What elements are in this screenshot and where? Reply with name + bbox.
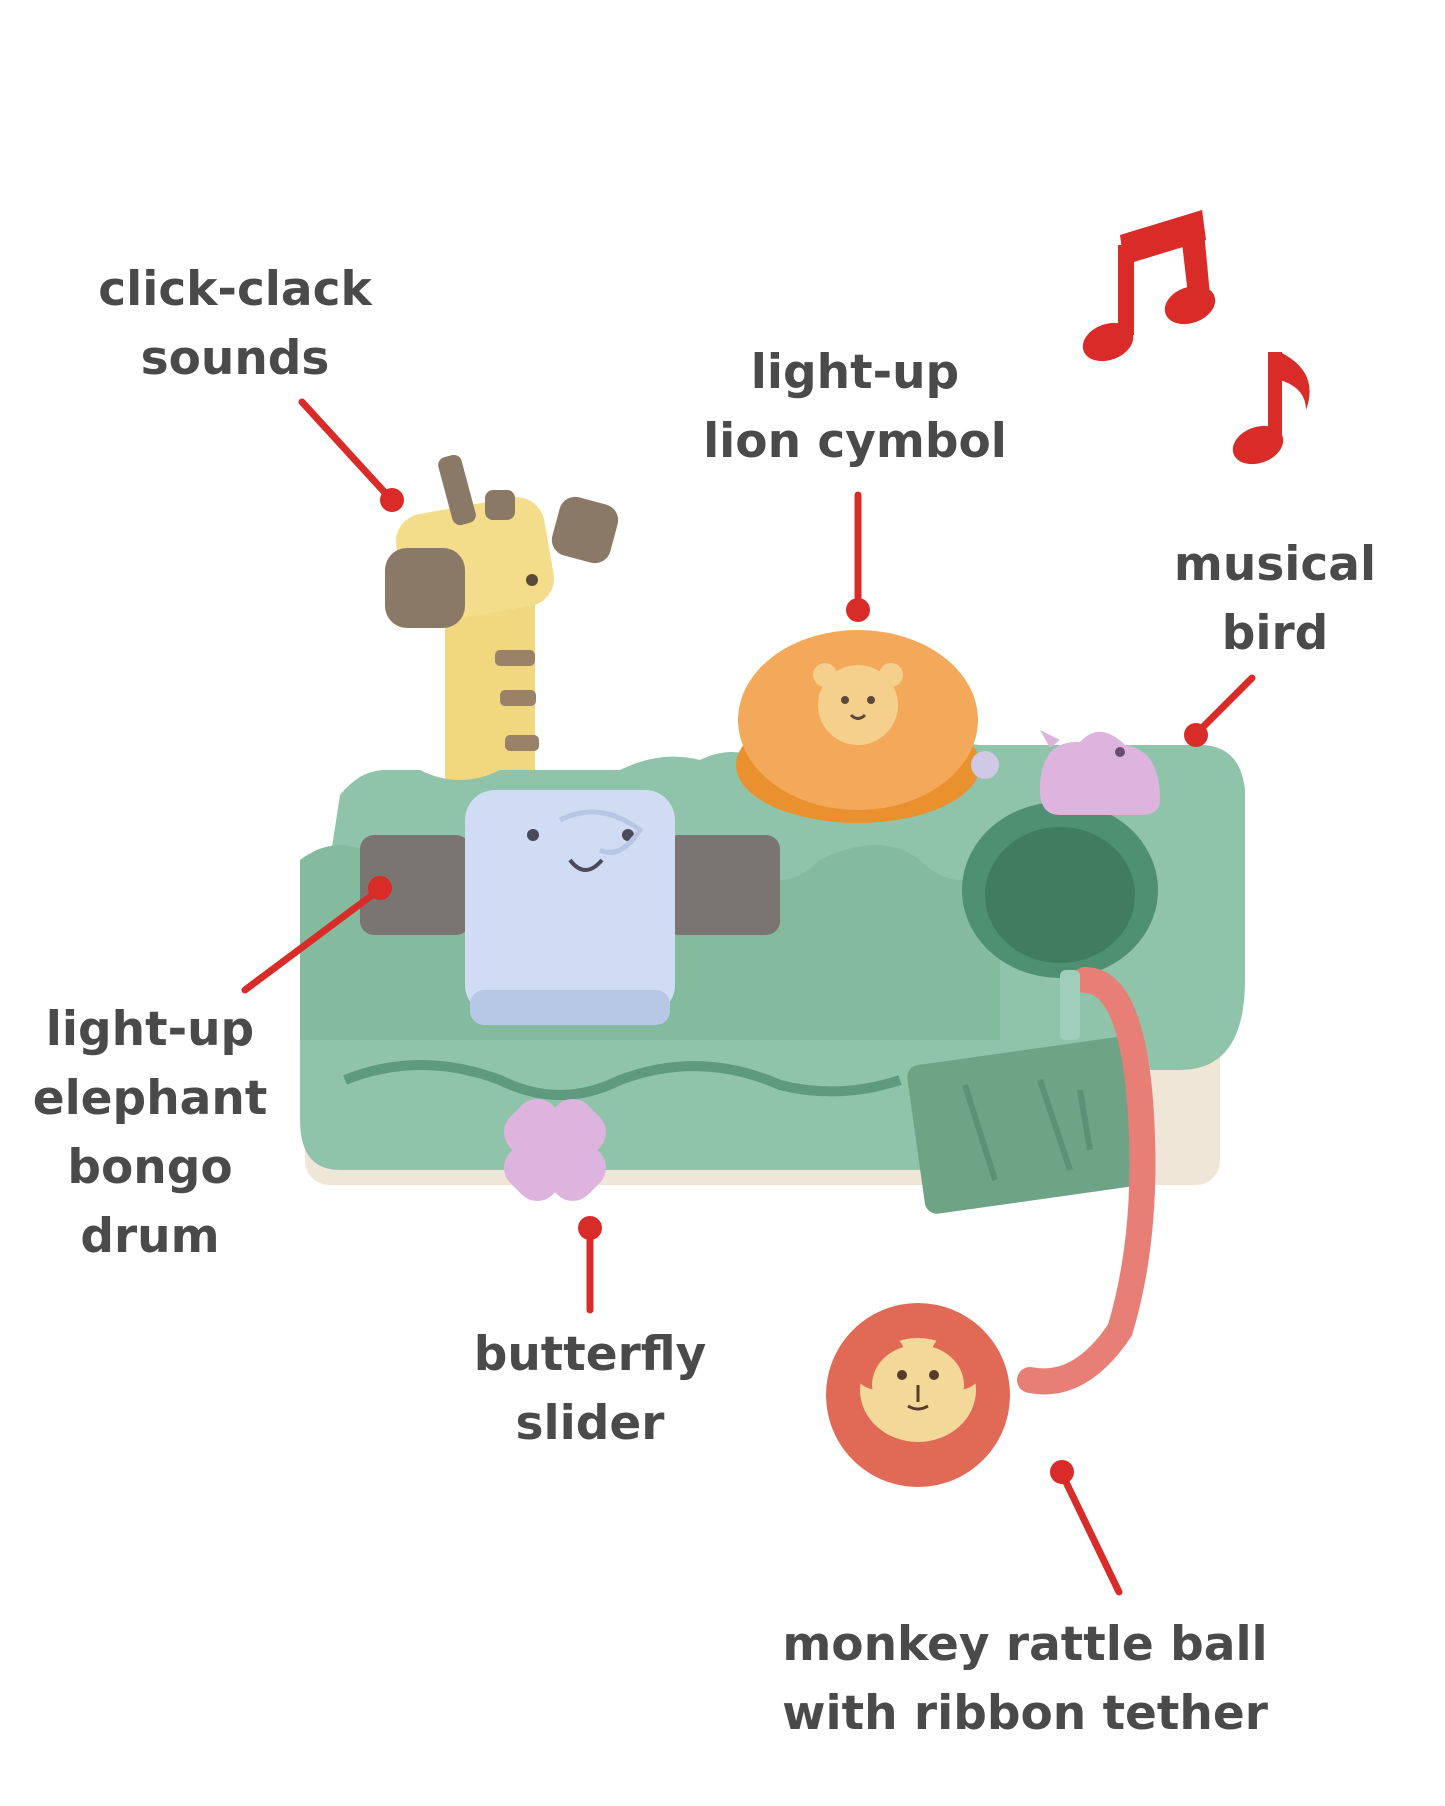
label-line: drum bbox=[80, 1209, 220, 1264]
musical-bird bbox=[971, 730, 1160, 815]
label-line: butterfly bbox=[473, 1327, 707, 1382]
music-note-icon bbox=[1082, 210, 1216, 362]
label-line: with ribbon tether bbox=[782, 1686, 1268, 1741]
lion-cymbol bbox=[736, 630, 980, 823]
label-monkey-rattle-ball: monkey rattle ball with ribbon tether bbox=[775, 1610, 1275, 1748]
monkey-rattle-ball bbox=[826, 1303, 1010, 1487]
label-line: light-up bbox=[45, 1002, 255, 1057]
label-line: bird bbox=[1221, 606, 1329, 661]
label-line: slider bbox=[515, 1396, 665, 1451]
music-note-icon bbox=[1232, 352, 1310, 465]
label-lion-cymbol: light-up lion cymbol bbox=[695, 338, 1015, 476]
butterfly-slider bbox=[504, 1099, 606, 1201]
label-line: sounds bbox=[140, 331, 330, 386]
elephant-bongo-drum bbox=[360, 790, 780, 1025]
label-line: light-up bbox=[750, 345, 960, 400]
label-line: click-clack bbox=[98, 262, 372, 317]
label-musical-bird: musical bird bbox=[1160, 530, 1390, 668]
ribbon-tether bbox=[1017, 967, 1156, 1395]
label-butterfly-slider: butterfly slider bbox=[455, 1320, 725, 1458]
pointer-lines bbox=[241, 398, 1256, 1596]
label-line: elephant bbox=[32, 1071, 268, 1126]
label-line: lion cymbol bbox=[703, 414, 1007, 469]
label-line: bongo bbox=[67, 1140, 233, 1195]
label-line: musical bbox=[1173, 537, 1377, 592]
label-elephant-bongo-drum: light-up elephant bongo drum bbox=[30, 995, 270, 1271]
label-line: monkey rattle ball bbox=[782, 1617, 1268, 1672]
label-click-clack-sounds: click-clack sounds bbox=[95, 255, 375, 393]
